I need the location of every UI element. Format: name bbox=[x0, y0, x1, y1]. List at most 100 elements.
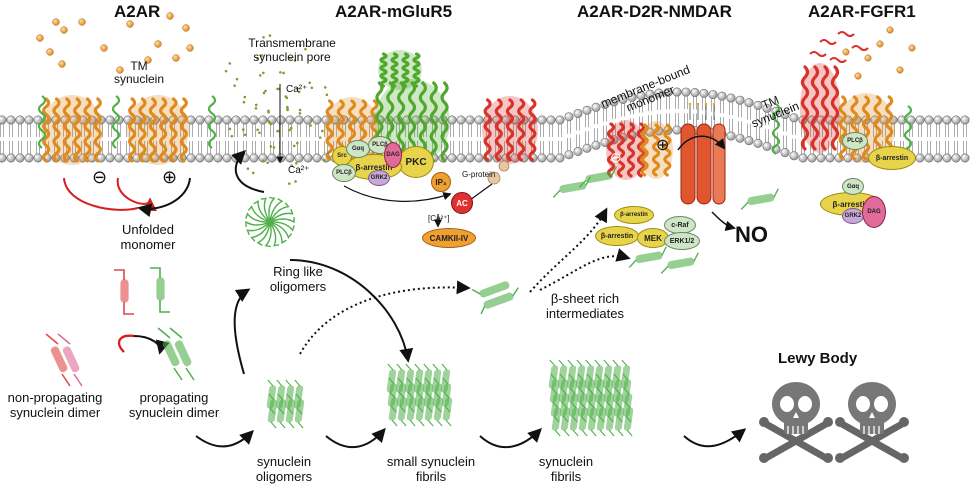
lipid-head-top bbox=[762, 103, 772, 113]
lipid-head-bottom bbox=[204, 153, 214, 163]
calcium-ion bbox=[323, 86, 327, 89]
d2r-receptor-mglur5-helix bbox=[483, 98, 492, 162]
lewy-body-skulls bbox=[759, 382, 909, 463]
fgf-ligand bbox=[829, 57, 847, 63]
ring-to-pore-arrow bbox=[231, 150, 265, 193]
oligomer-to-small-fibril-arrow bbox=[325, 427, 386, 448]
calcium-ion bbox=[321, 129, 324, 133]
calcium-ion bbox=[318, 136, 322, 139]
d2r-receptor-surface bbox=[606, 120, 646, 180]
lipid-head-bottom bbox=[780, 148, 790, 158]
lipid-head-bottom bbox=[600, 137, 610, 147]
synuclein-fibrils-loop bbox=[588, 401, 597, 437]
calcium-ion bbox=[282, 71, 285, 75]
plcb-node-3: PLCβ bbox=[842, 132, 868, 150]
lipid-head-bottom bbox=[33, 153, 43, 163]
a2ar-receptor-1-helix bbox=[73, 97, 82, 163]
tm-synuclein bbox=[111, 95, 121, 149]
craf-text: c-Raf bbox=[671, 221, 689, 229]
inhibit-arrow-a2ar bbox=[116, 177, 157, 212]
lipid-head-bottom bbox=[114, 153, 124, 163]
synuclein-fibrils-helix bbox=[587, 407, 598, 431]
lipid-head-top bbox=[195, 115, 205, 125]
pkc-ip3-arrow bbox=[343, 185, 452, 202]
lipid-head-top bbox=[726, 93, 736, 103]
membrane-bound-helix bbox=[747, 193, 775, 206]
calcium-ion bbox=[243, 95, 247, 99]
d2r-receptor-mglur5-helix bbox=[494, 98, 503, 162]
calcium-ion bbox=[326, 151, 330, 155]
tm-synuclein-label-left: TM synuclein bbox=[113, 59, 165, 86]
ring-strand bbox=[269, 221, 293, 239]
ac-text: AC bbox=[456, 198, 468, 208]
lewy-skull-right-bone bbox=[838, 420, 906, 462]
lipid-head-bottom bbox=[546, 153, 556, 163]
dag-node-1: DAG bbox=[384, 142, 402, 168]
synuclein-oligomers-loop bbox=[277, 393, 286, 429]
ring-strand bbox=[250, 221, 271, 242]
lipid-head-bottom bbox=[798, 153, 808, 163]
non-propagating-dimer-helix bbox=[62, 346, 80, 373]
synuclein-fibrils-helix bbox=[605, 407, 616, 431]
header-a2ar-fgfr1: A2AR-FGFR1 bbox=[808, 2, 916, 21]
calcium-ion bbox=[260, 54, 264, 57]
synuclein-fibrils-helix bbox=[551, 407, 562, 431]
ligand-dot bbox=[696, 102, 700, 106]
propagating-dimer-tail bbox=[185, 367, 195, 381]
ring-strand bbox=[246, 221, 271, 236]
beta-arrestin-d2r-2: β-arrestin bbox=[614, 206, 654, 224]
non-propagating-dimer bbox=[45, 333, 83, 387]
a2ar-receptor-1-helix bbox=[93, 97, 102, 163]
calcium-ion bbox=[298, 108, 302, 112]
d2r-receptor-mglur5-helix bbox=[517, 98, 526, 162]
synuclein-fibrils-helix bbox=[623, 407, 634, 431]
lipid-head-bottom bbox=[960, 153, 970, 163]
ring-strand bbox=[269, 221, 280, 247]
lipid-head-bottom bbox=[213, 153, 223, 163]
lipid-head-bottom bbox=[222, 153, 232, 163]
lipid-head-bottom bbox=[15, 153, 25, 163]
calcium-ion bbox=[242, 100, 246, 104]
a2ar-receptor-fgfr1-helix bbox=[861, 95, 871, 161]
calcium-ion bbox=[289, 56, 292, 60]
calcium-ion bbox=[243, 133, 247, 137]
lipid-head-bottom bbox=[285, 153, 295, 163]
fgfr1-receptor bbox=[800, 63, 840, 153]
lipid-head-top bbox=[222, 115, 232, 125]
lewy-skull-right-jaw bbox=[860, 418, 884, 434]
adenosine-ligand bbox=[896, 66, 904, 74]
lipid-head-top bbox=[960, 115, 970, 125]
g-protein-subunit bbox=[487, 171, 501, 185]
unfolded-monomer-red-tail bbox=[123, 302, 134, 315]
adenosine-ligand bbox=[908, 44, 916, 52]
tm-synuclein bbox=[207, 95, 217, 149]
calcium-ion bbox=[309, 124, 312, 127]
ligand-dot bbox=[704, 102, 708, 106]
lipid-head-bottom bbox=[807, 153, 817, 163]
erk-node: ERK1/2 bbox=[664, 232, 700, 250]
g-protein-label: G-protein bbox=[462, 170, 496, 179]
lipid-head-top bbox=[537, 115, 547, 125]
calcium-ion bbox=[228, 127, 232, 131]
lipid-head-top bbox=[573, 108, 583, 118]
small-synuclein-fibrils-loop bbox=[425, 391, 434, 427]
ring-oligomers-label: Ring like oligomers bbox=[269, 264, 327, 294]
lipid-head-bottom bbox=[753, 138, 763, 148]
nmdar-subunit bbox=[712, 123, 726, 205]
ring-strand bbox=[253, 199, 271, 223]
lipid-head-bottom bbox=[312, 153, 322, 163]
nmdar-subunit bbox=[680, 123, 696, 205]
lipid-head-top bbox=[240, 115, 250, 125]
propagating-dimer-helix bbox=[174, 340, 192, 367]
non-propagating-dimer-tail bbox=[73, 373, 83, 387]
a2ar-receptor-1-helix bbox=[62, 97, 71, 163]
lipid-head-bottom bbox=[0, 153, 7, 163]
calcium-ion bbox=[241, 128, 245, 131]
lipid-head-bottom bbox=[195, 153, 205, 163]
synuclein-fibrils-loop bbox=[570, 401, 579, 437]
g-protein-subunit bbox=[498, 160, 510, 172]
fgf-ligand bbox=[809, 51, 827, 57]
small-fibril-to-fibril-arrow bbox=[479, 428, 542, 448]
beta-sheet-helix bbox=[479, 281, 510, 298]
ip3-node: IP₃ bbox=[431, 172, 451, 192]
